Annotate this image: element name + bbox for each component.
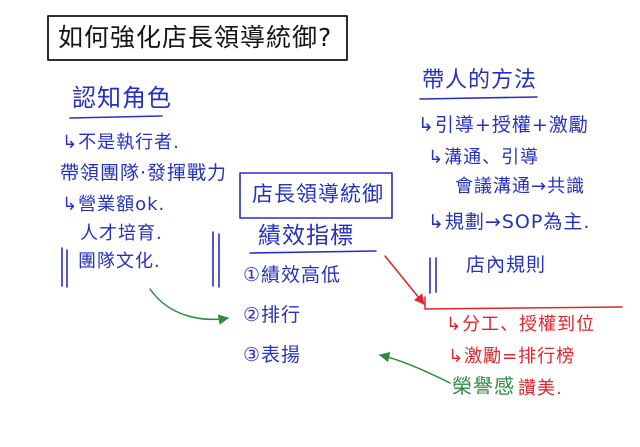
- red-bracket-line: [424, 296, 623, 310]
- left-section-heading: 認知角色: [72, 84, 172, 112]
- red-note-line: 讚美.: [518, 378, 563, 399]
- green-note: 榮譽感: [452, 374, 515, 398]
- red-note-line: ↳分工、授權到位: [446, 314, 596, 335]
- left-note-line: 帶領團隊·發揮戰力: [60, 162, 228, 184]
- red-arrow: [384, 255, 425, 305]
- center-section-heading: 績效指標: [258, 223, 354, 249]
- center-list-item: ③表揚: [243, 344, 302, 366]
- left-note-line: 人才培育.: [80, 223, 163, 244]
- left-note-line: ↳營業額ok.: [62, 194, 166, 215]
- right-note-line: ↳規劃→SOP為主.: [428, 211, 591, 233]
- green-arrow-to-commendation: [378, 351, 451, 384]
- center-title-box: [239, 172, 393, 219]
- center-box-title: 店長領導統御: [252, 182, 384, 206]
- center-heading-underline: [249, 250, 377, 254]
- right-note-line: 會議溝通→共識: [455, 176, 586, 197]
- right-note-line: 店內規則: [466, 254, 547, 276]
- green-arrow-to-ranking: [149, 288, 230, 325]
- center-list-item: ②排行: [243, 304, 302, 326]
- center-list-item: ①績效高低: [243, 264, 342, 286]
- title-box: [47, 15, 348, 61]
- left-heading-underline: [69, 115, 163, 119]
- left-note-line: 團隊文化.: [78, 251, 161, 272]
- right-section-heading: 帶人的方法: [422, 68, 538, 93]
- right-heading-underline: [419, 96, 538, 100]
- red-note-line: ↳激勵=排行榜: [448, 346, 576, 367]
- right-note-line: ↳溝通、引導: [428, 147, 540, 168]
- left-note-line: ↳不是執行者.: [62, 132, 180, 153]
- right-note-line: ↳引導+授權+激勵: [418, 114, 589, 136]
- page-title: 如何強化店長領導統御?: [58, 23, 333, 52]
